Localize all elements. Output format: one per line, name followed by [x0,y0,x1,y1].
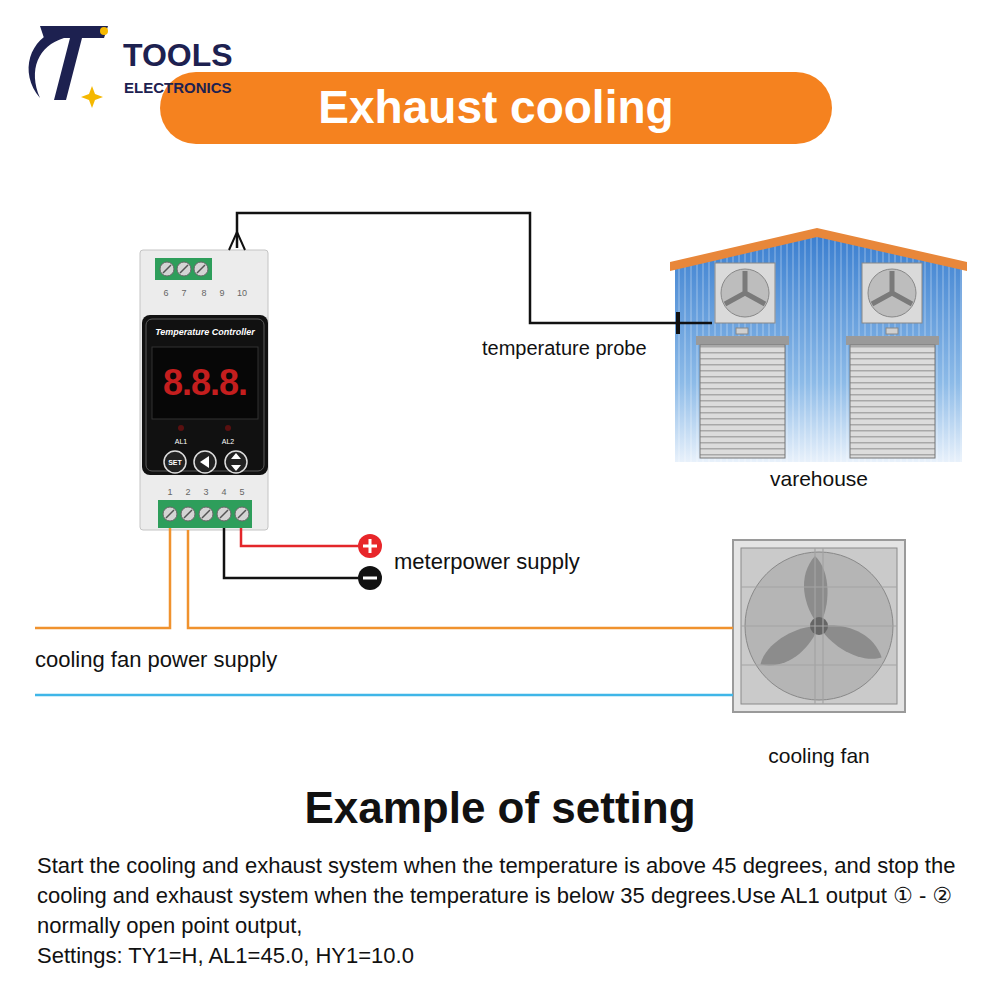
controller-housing [225,451,247,473]
cooling-fan-node: cooling fan [733,540,905,770]
cooling-fan-picture [741,548,897,704]
terminal-number: 3 [203,488,208,497]
display-digits: 8.8.8. [163,365,247,401]
controller-housing [158,500,252,528]
controller-housing [140,232,268,530]
probe-wire [237,213,670,323]
fan-supply-wires [35,694,733,697]
warehouse-picture [886,328,898,334]
controller-housing [164,451,186,473]
warehouse-picture [670,228,967,462]
meter-power-wires [358,534,382,558]
controller-housing [194,451,216,473]
brand-name: TOOLS [123,36,233,74]
controller-housing [155,258,212,280]
warehouse-node: varehouse [670,226,968,492]
brand-subtitle: ELECTRONICS [124,79,232,97]
probe-sensor [676,312,680,334]
terminal-number: 8 [201,289,206,298]
controller-housing [225,425,231,431]
warehouse-picture [675,236,962,462]
controller-housing [142,315,268,475]
meter-power-wires [224,528,358,578]
node-label: varehouse [670,466,968,491]
warehouse-picture [721,269,769,317]
led-label: AL2 [222,438,234,445]
warehouse-picture [868,269,916,317]
led-label: AL1 [175,438,187,445]
fan-supply-wires [35,528,170,628]
connector-label: temperature probe [480,336,649,360]
controller-housing [146,319,264,471]
node-label: Temperature Controller [140,327,270,338]
warehouse-picture [736,328,748,334]
terminal-number: 2 [185,488,190,497]
brand-logo [40,26,108,100]
section-heading: Example of setting [304,786,695,830]
controller-housing [231,453,241,471]
meter-power-wires [241,528,358,546]
terminal-number: 6 [163,289,168,298]
cooling-fan-picture [754,556,887,674]
setting-values: Settings: TY1=H, AL1=45.0, HY1=10.0 [37,941,414,971]
warehouse-picture [700,345,785,458]
meter-power-wires [358,566,382,590]
warehouse-picture [872,271,912,304]
terminal-number: 1 [167,488,172,497]
fan-wire [188,530,733,628]
meter-power-wires [363,539,377,553]
button-label: SET [168,459,182,466]
node-label: cooling fan [733,743,905,768]
brand-logo [81,86,103,108]
meter-power-wires [363,577,377,580]
terminal-number: 9 [219,289,224,298]
warehouse-picture [725,271,765,304]
terminal-number: 4 [221,488,226,497]
meter-power-wires [224,528,382,590]
controller-housing [152,347,258,419]
brand-logo [100,27,108,35]
cooling-fan-picture [733,540,905,712]
title-text: Exhaust cooling [160,72,832,144]
cooling-fan-picture [741,548,897,704]
terminal-number: 5 [239,488,244,497]
warehouse-picture [850,345,935,458]
warehouse-picture [696,336,789,345]
cooling-fan-picture [804,556,828,626]
controller-housing [140,250,268,530]
fan-supply-wires [35,528,733,695]
controller-housing [166,510,246,518]
title-banner [160,72,832,144]
terminal-number: 10 [237,289,247,298]
brand-logo [29,26,108,108]
controller-housing [178,425,184,431]
warehouse-picture [675,236,962,462]
title-banner [160,72,832,144]
warehouse-picture [862,263,922,323]
supply-label: meterpower supply [394,549,580,575]
supply-label: cooling fan power supply [35,647,277,673]
warehouse-picture [846,336,939,345]
cooling-fan-picture [733,540,905,712]
controller-housing [200,456,209,468]
warehouse-picture [715,263,775,323]
terminal-number: 7 [181,289,186,298]
controller-housing [163,265,205,273]
setting-note: Start the cooling and exhaust system whe… [37,851,972,941]
probe-sensor [670,312,712,334]
